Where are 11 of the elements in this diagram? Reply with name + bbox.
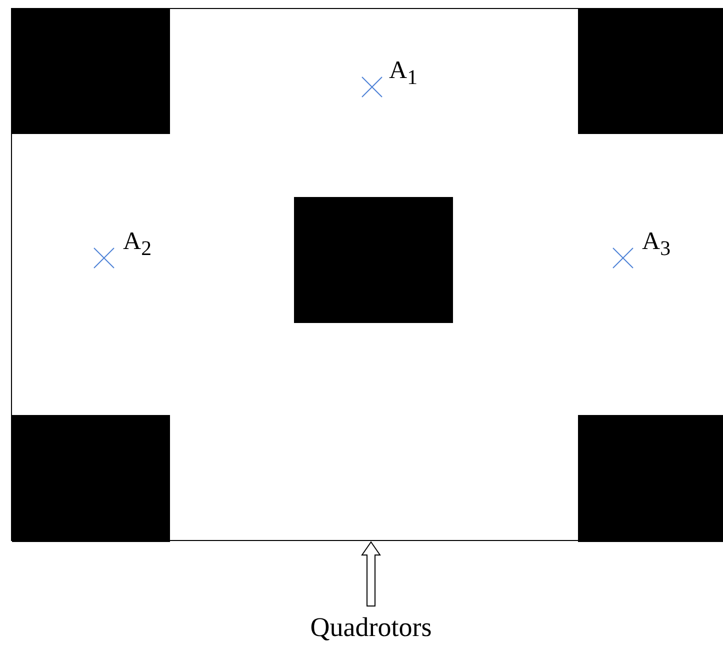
hollow-arrow	[361, 541, 381, 606]
caption-text: Quadrotors	[309, 612, 433, 643]
obstacle-block	[294, 197, 453, 323]
obstacle-block	[12, 415, 170, 542]
arena-boundary	[11, 8, 723, 541]
point-label: A$_{2}$	[123, 229, 152, 259]
point-label: A$_{1}$	[389, 58, 418, 88]
obstacle-block	[578, 415, 723, 542]
obstacle-block	[12, 9, 170, 134]
point-label: A$_{3}$	[642, 229, 670, 259]
obstacle-block	[578, 9, 723, 134]
